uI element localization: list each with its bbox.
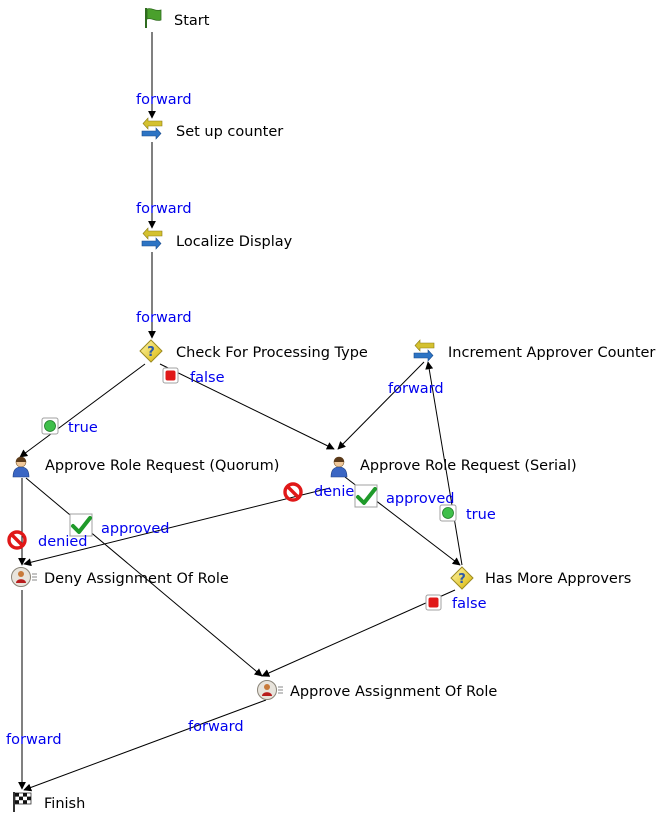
edge-badge-serial-deny[interactable]: approved: [69, 513, 170, 537]
question-diamond-icon: ?: [450, 566, 474, 590]
edge-label-localize-check[interactable]: forward: [136, 310, 192, 326]
edge-label-serial-has-more: approved: [386, 491, 455, 507]
node-label: Finish: [44, 796, 85, 812]
prohibited-icon: [7, 530, 27, 550]
person-document-icon: [11, 567, 37, 587]
edge-label-deny-finish[interactable]: forward: [6, 732, 62, 748]
edge-check-quorum: [19, 363, 146, 458]
node-label: Deny Assignment Of Role: [44, 571, 229, 587]
question-diamond-icon: ?: [139, 339, 163, 363]
red-square-icon: [425, 594, 442, 611]
node-start[interactable]: Start: [145, 8, 210, 29]
edge-label-increment-serial[interactable]: forward: [388, 381, 444, 397]
edge-label-approve-finish[interactable]: forward: [188, 719, 244, 735]
transition-arrows-icon: [141, 227, 163, 250]
node-label: Set up counter: [176, 124, 283, 140]
node-setup-counter[interactable]: Set up counter: [141, 117, 283, 140]
node-label: Localize Display: [176, 234, 293, 250]
node-label: Approve Role Request (Serial): [360, 458, 577, 474]
edge-has-more-increment: [425, 361, 463, 566]
node-finish[interactable]: Finish: [13, 792, 85, 812]
node-deny-assignment[interactable]: Deny Assignment Of Role: [11, 567, 229, 588]
flag-icon: [145, 8, 162, 28]
node-has-more[interactable]: ? Has More Approvers: [450, 566, 631, 590]
prohibited-icon: [283, 482, 303, 502]
edge-label-start-setup[interactable]: forward: [136, 92, 192, 108]
node-label: Approve Assignment Of Role: [290, 684, 497, 700]
node-label: Start: [174, 13, 210, 29]
edge-badge-check-serial[interactable]: false: [162, 367, 225, 386]
edge-label-check-serial: false: [190, 370, 225, 386]
edge-badge-serial-denied[interactable]: denied: [283, 482, 363, 502]
edge-badge-serial-has-more[interactable]: approved: [354, 484, 455, 508]
user-icon: [12, 456, 30, 478]
node-approve-serial[interactable]: Approve Role Request (Serial): [330, 456, 577, 478]
edge-quorum-approve: [25, 477, 263, 677]
node-check-processing[interactable]: ? Check For Processing Type: [139, 339, 368, 363]
edge-badge-has-more-approve[interactable]: false: [425, 594, 487, 612]
svg-text:?: ?: [458, 572, 466, 587]
checkered-flag-icon: [13, 792, 32, 812]
edge-label-setup-localize[interactable]: forward: [136, 201, 192, 217]
green-circle-icon: [439, 504, 457, 522]
edge-label-has-more-approve: false: [452, 596, 487, 612]
edge-badge-quorum-deny[interactable]: denied: [7, 530, 87, 550]
green-check-icon: [69, 513, 93, 537]
person-document-icon: [257, 680, 283, 700]
edge-check-serial: [159, 363, 335, 450]
user-icon: [330, 456, 348, 478]
edge-badge-has-more-increment[interactable]: true: [439, 504, 496, 523]
node-approve-assignment[interactable]: Approve Assignment Of Role: [257, 680, 498, 701]
edge-label-serial-denied: denied: [314, 484, 363, 500]
node-increment-counter[interactable]: Increment Approver Counter: [413, 339, 655, 362]
edge-label-check-quorum: true: [68, 420, 98, 436]
node-label: Check For Processing Type: [176, 345, 368, 361]
node-label: Increment Approver Counter: [448, 345, 655, 361]
edge-label-has-more-increment: true: [466, 507, 496, 523]
edge-increment-serial: [337, 361, 425, 450]
edge-has-more-approve: [261, 589, 456, 677]
svg-text:?: ?: [147, 345, 155, 360]
transition-arrows-icon: [413, 339, 435, 362]
green-circle-icon: [41, 417, 59, 435]
transition-arrows-icon: [141, 117, 163, 140]
edge-serial-deny: [23, 487, 331, 567]
edge-badge-check-quorum[interactable]: true: [41, 417, 98, 436]
green-check-icon: [354, 484, 378, 508]
edge-label-quorum-deny: denied: [38, 534, 87, 550]
edge-label-serial-deny: approved: [101, 521, 170, 537]
node-approve-quorum[interactable]: Approve Role Request (Quorum): [12, 456, 279, 478]
node-localize-display[interactable]: Localize Display: [141, 227, 293, 250]
node-label: Approve Role Request (Quorum): [45, 458, 279, 474]
edges: [18, 32, 463, 792]
edge-approve-finish: [23, 699, 267, 792]
red-square-icon: [162, 367, 179, 384]
node-label: Has More Approvers: [485, 571, 631, 587]
